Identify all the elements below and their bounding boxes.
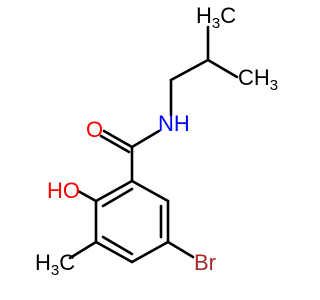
bond-ch-ch2 (169, 58, 210, 82)
bond-ring-1-2 (130, 179, 170, 203)
atom-labels: H3C CH3 NH O HO H3C Br (35, 3, 278, 279)
methyl-ring-label: H3C (35, 250, 75, 279)
bromine-label: Br (194, 250, 216, 275)
bond-ring-methyl (68, 240, 98, 260)
structure-diagram: H3C CH3 NH O HO H3C Br (35, 3, 278, 279)
carbonyl-oxygen-label: O (86, 117, 103, 142)
bond-ring-oh (76, 189, 98, 203)
bonds (68, 25, 239, 264)
methyl-right-label: CH3 (238, 65, 278, 94)
bond-co-double-b (99, 134, 131, 154)
bond-ring-6-1-inner (101, 187, 134, 208)
bond-co-double-a (102, 129, 134, 149)
bond-ring-br (166, 240, 195, 259)
hydroxyl-label: HO (47, 178, 80, 203)
molecule-svg: H3C CH3 NH O HO H3C Br (35, 3, 278, 279)
methyl-top-label: H3C (196, 3, 236, 32)
bond-ch-me-right (206, 58, 239, 79)
bond-n-carbonyl (130, 129, 161, 149)
nitrogen-label: NH (158, 111, 190, 136)
bond-ring-4-5-inner (101, 235, 134, 256)
bond-ring-6-1 (94, 179, 134, 203)
bond-ring-3-4 (130, 240, 170, 264)
bond-ring-4-5 (94, 240, 134, 264)
